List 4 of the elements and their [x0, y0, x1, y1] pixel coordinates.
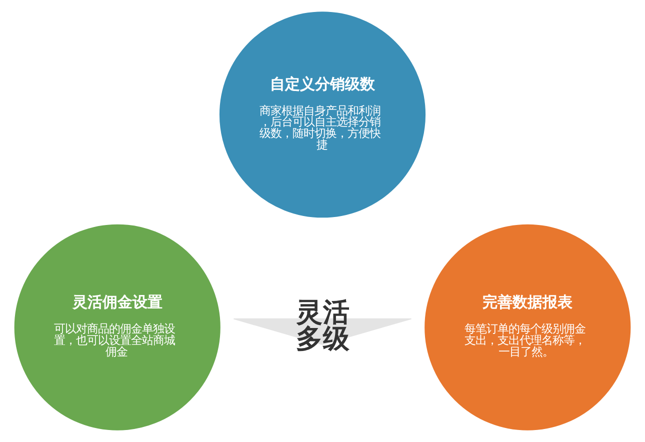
node-circle: 完善数据报表 每笔订单的每个级别佣金支出，支出代理名称等，一目了然。 [424, 224, 631, 430]
node-label: 灵活多级 [296, 297, 350, 355]
node-circle: 自定义分销级数 商家根据自身产品和利润，后台可以自主选择分销级数，随时切换，方便快捷 [219, 12, 426, 218]
node-circle: 灵活佣金设置 可以对商品的佣金单独设置，也可以设置全站商城佣金 [14, 224, 220, 430]
